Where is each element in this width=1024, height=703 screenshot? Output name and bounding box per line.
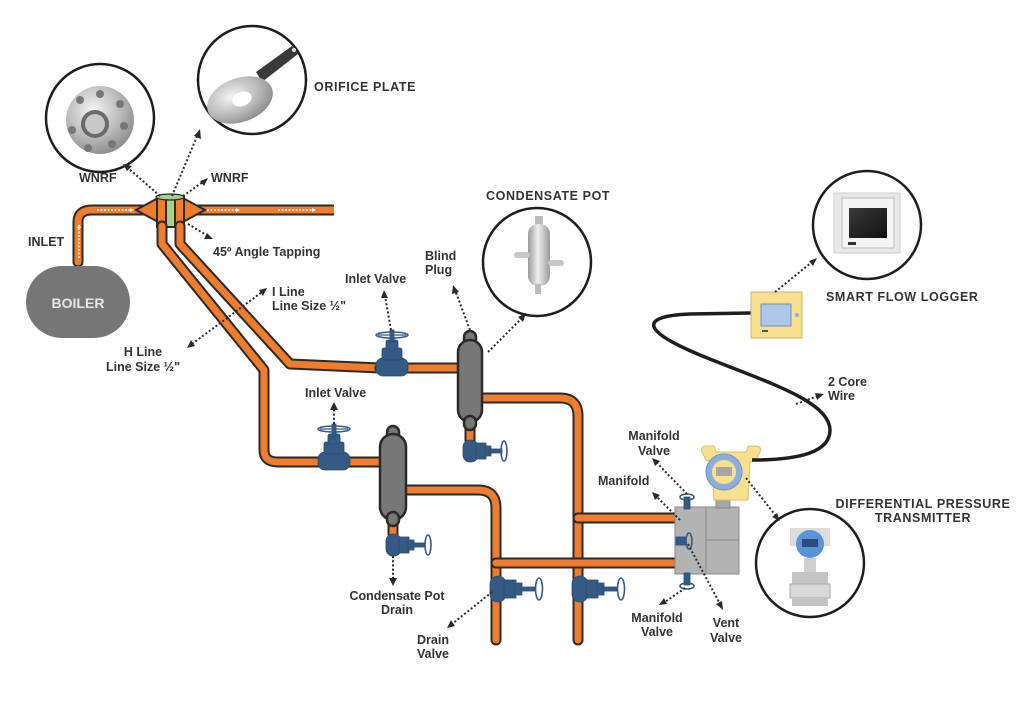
- inlet-valve-lower-label: Inlet Valve: [305, 386, 366, 400]
- flow-logger-icon: [833, 192, 901, 254]
- condensate-pot-drain-label-2: Drain: [381, 603, 413, 617]
- orifice-assembly: [133, 193, 208, 228]
- two-core-wire-label: 2 Core: [828, 375, 867, 389]
- blind-plug-label: Blind: [425, 249, 456, 263]
- two-core-wire: [652, 311, 832, 462]
- condensate-pot-lower: [378, 424, 408, 528]
- vent-valve-label-2: Valve: [710, 631, 742, 645]
- inlet-valve-lower: [317, 423, 351, 471]
- vent-valve-label: Vent: [713, 616, 740, 630]
- manifold-valve-top-label-2: Valve: [638, 444, 670, 458]
- dp-transmitter-photo: [754, 507, 866, 619]
- drain-valve-left: [489, 575, 544, 603]
- manifold-valve-bottom: [679, 572, 695, 590]
- vent-valve: [675, 532, 693, 550]
- inlet-label: INLET: [28, 235, 64, 249]
- pot-drain-valve-upper: [462, 439, 508, 463]
- drain-valve-right: [571, 575, 626, 603]
- inlet-valve-upper-label: Inlet Valve: [345, 272, 406, 286]
- wnrf-left-label: WNRF: [79, 171, 117, 185]
- condensate-pot-drain-label: Condensate Pot: [349, 589, 445, 603]
- inlet-valve-upper: [375, 329, 409, 377]
- dp-transmitter: [701, 445, 761, 509]
- smart-flow-logger-device: [750, 291, 803, 339]
- manifold-label: Manifold: [598, 474, 649, 488]
- drain-valve-label-2: Valve: [417, 647, 449, 661]
- blind-plug-label-2: Plug: [425, 263, 452, 277]
- condensate-pot-icon: [514, 216, 564, 294]
- flange-icon: [66, 86, 134, 154]
- wnrf-photo: [44, 62, 156, 174]
- i-line-size-label: Line Size ½": [272, 299, 346, 313]
- pot-drain-valve-lower: [385, 533, 432, 557]
- i-line-label: I Line: [272, 285, 305, 299]
- angle-tapping-label: 45º Angle Tapping: [213, 245, 320, 259]
- pointer-arrows: [123, 129, 824, 628]
- dpt-label: DIFFERENTIAL PRESSURE: [836, 497, 1011, 511]
- orifice-plate-icon: [207, 46, 298, 124]
- two-core-wire-label-2: Wire: [828, 389, 855, 403]
- boiler-label: BOILER: [52, 295, 105, 311]
- dpt-label-2: TRANSMITTER: [875, 511, 971, 525]
- condensate-pot-upper: [456, 329, 484, 432]
- impulse-lines: [156, 220, 386, 468]
- orifice-plate-photo: [196, 24, 308, 136]
- h-line-size-label: Line Size ½": [106, 360, 180, 374]
- orifice-plate-band: [165, 196, 176, 228]
- wnrf-right-label: WNRF: [211, 171, 249, 185]
- manifold-valve-top-label: Manifold: [628, 429, 679, 443]
- pressure-transmitter-icon: [789, 528, 831, 606]
- smart-flow-logger-label: SMART FLOW LOGGER: [826, 290, 979, 304]
- manifold-valve-bottom-label: Manifold: [631, 611, 682, 625]
- drain-valve-label: Drain: [417, 633, 449, 647]
- condensate-pot-photo: [481, 206, 593, 318]
- main-pipe: [72, 204, 334, 268]
- smart-flow-logger-photo: [811, 169, 923, 281]
- orifice-plate-label: ORIFICE PLATE: [314, 80, 416, 94]
- condensate-pot-label: CONDENSATE POT: [486, 189, 610, 203]
- h-line-label: H Line: [124, 345, 162, 359]
- boiler: BOILER: [26, 266, 130, 338]
- manifold-valve-bottom-label-2: Valve: [641, 625, 673, 639]
